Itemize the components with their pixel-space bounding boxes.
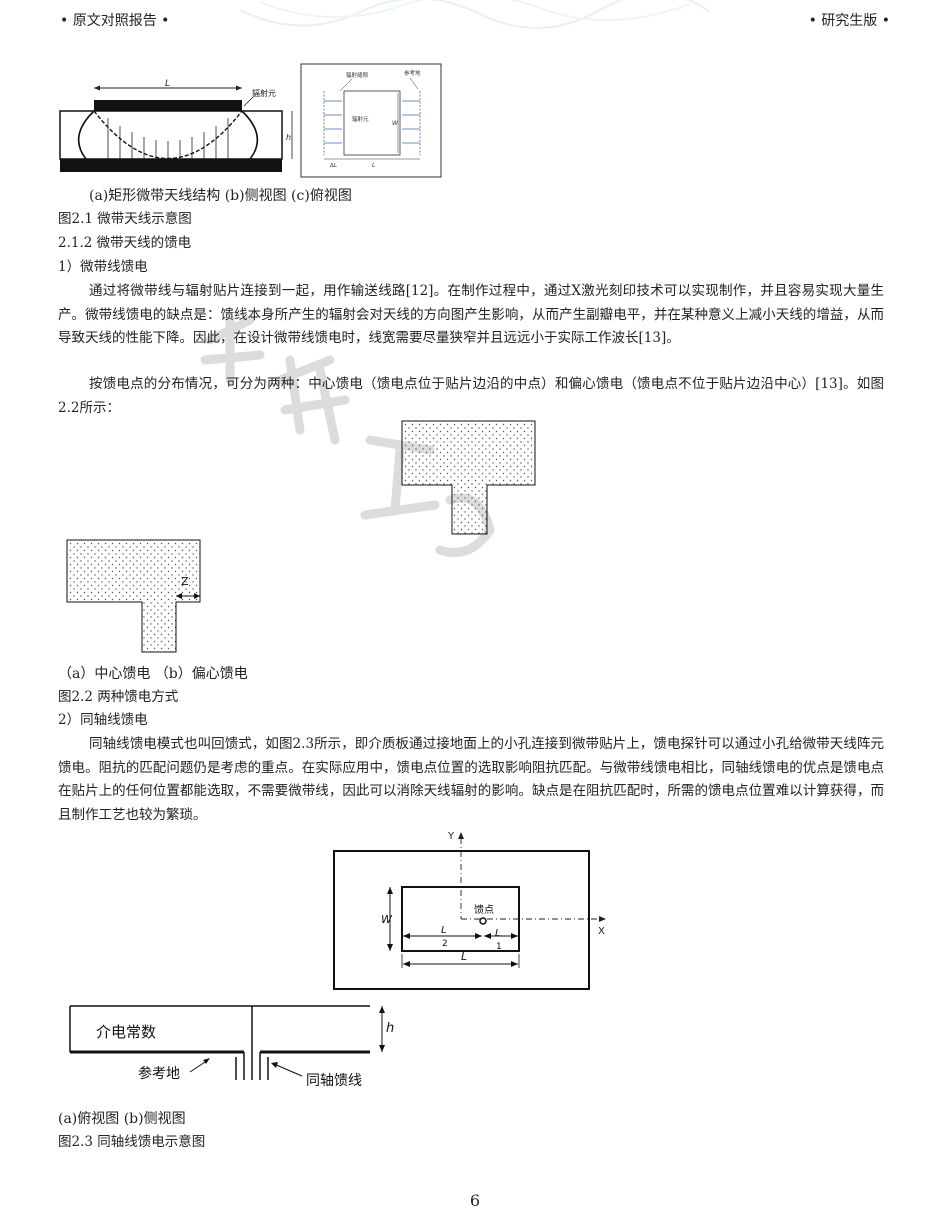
figure-2-2-center-feed <box>401 420 536 535</box>
fig23-X: X <box>598 926 605 937</box>
fig23-L2-sub: 2 <box>442 939 448 949</box>
fig21-a-element: 辐射元 <box>252 88 276 98</box>
fig23-caption-parts: (a)俯视图 (b)侧视图 <box>58 1111 186 1127</box>
fig21-c-slot: 辐射缝隙 <box>346 71 369 79</box>
header-ornament <box>240 0 710 29</box>
fig23-feed: 馈点 <box>474 903 494 916</box>
fig21-caption: 图2.1 微带天线示意图 <box>58 211 192 227</box>
fig23-caption: 图2.3 同轴线馈电示意图 <box>58 1134 206 1150</box>
figure-2-3-top-view: Y X W 馈点 L 2 L 1 L <box>333 831 606 990</box>
figure-2-1-side: L 辐射元 h <box>59 79 293 172</box>
fig21-c-L: L <box>372 162 375 169</box>
fig23-L: L <box>461 950 467 963</box>
fig23-dielectric: 介电常数 <box>96 1023 156 1041</box>
figure-2-1-top: 辐射缝隙 参考地 辐射元 W ΔL L <box>300 63 442 178</box>
fig23-ground: 参考地 <box>138 1065 180 1082</box>
fig21-c-W: W <box>392 120 399 127</box>
fig21-a-h: h <box>286 133 291 142</box>
fig22-caption: 图2.2 两种馈电方式 <box>58 689 179 705</box>
fig21-a-L: L <box>165 79 170 89</box>
paragraph-coax-feed: 同轴线馈电模式也叫回馈式，如图2.3所示，即介质板通过接地面上的小孔连接到微带贴… <box>58 736 884 823</box>
paragraph-microstrip-feed: 通过将微带线与辐射贴片连接到一起，用作输送线路[12]。在制作过程中，通过X激光… <box>58 283 884 346</box>
header-left: • 原文对照报告 • <box>60 13 170 29</box>
paragraph-feed-types: 按馈电点的分布情况，可分为两种：中心馈电（馈电点位于贴片边沿的中点）和偏心馈电（… <box>58 376 884 416</box>
fig23-h: h <box>386 1021 394 1036</box>
fig21-c-element: 辐射元 <box>352 115 369 123</box>
section-2-1-2-heading: 2.1.2 微带天线的馈电 <box>58 235 192 251</box>
fig23-coax: 同轴馈线 <box>306 1073 362 1089</box>
fig23-L2: L <box>441 925 447 936</box>
fig23-L1: L <box>495 928 501 939</box>
subsection-2-heading: 2）同轴线馈电 <box>58 712 148 728</box>
fig21-c-dL: ΔL <box>330 163 338 169</box>
figure-2-2-offset-feed: Z <box>66 539 201 653</box>
page-number: 6 <box>469 1191 481 1210</box>
figure-2-3-side-view: 介电常数 h 参考地 同轴馈线 <box>69 1005 394 1089</box>
fig23-L1-sub: 1 <box>496 942 502 952</box>
subsection-1-heading: 1）微带线馈电 <box>58 259 148 275</box>
fig23-Y: Y <box>447 831 455 842</box>
fig22-caption-parts: （a）中心馈电 （b）偏心馈电 <box>58 666 248 682</box>
fig23-W: W <box>381 913 393 926</box>
header-right: • 研究生版 • <box>808 13 890 29</box>
fig21-caption-parts: (a)矩形微带天线结构 (b)侧视图 (c)俯视图 <box>89 188 352 204</box>
fig22-z-label: Z <box>181 575 189 588</box>
fig21-c-ref: 参考地 <box>404 69 421 77</box>
